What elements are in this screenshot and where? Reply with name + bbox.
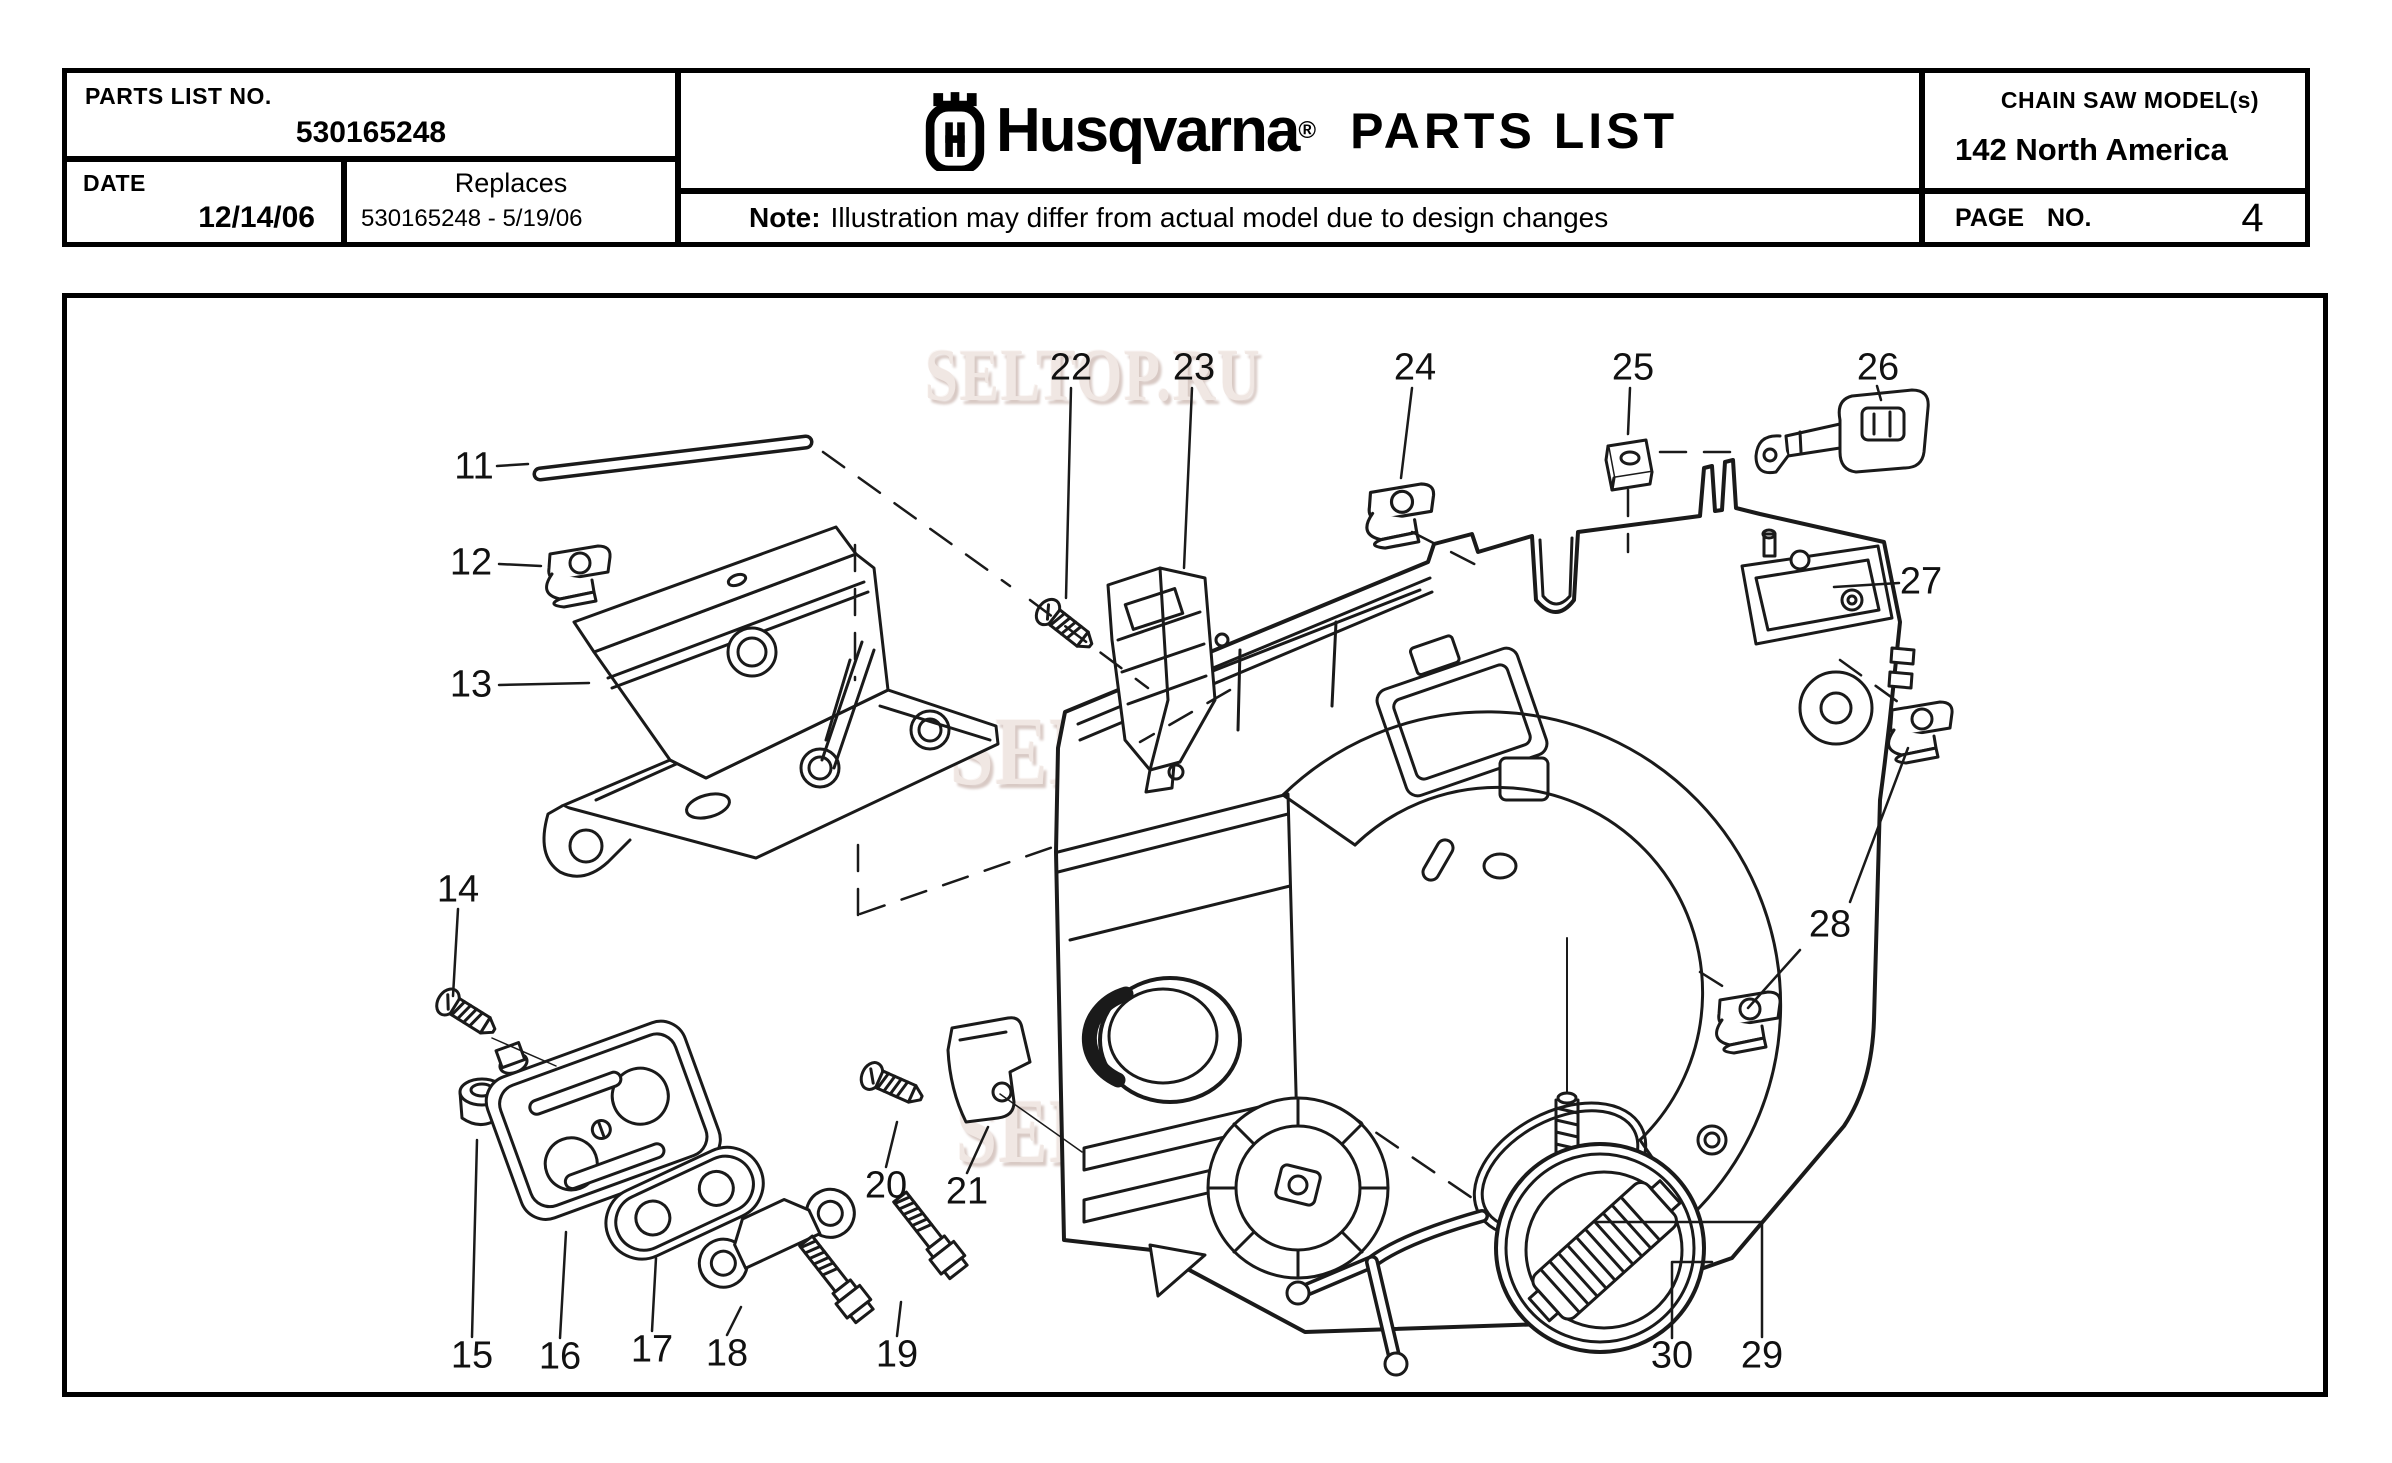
callout-13: 13 xyxy=(449,663,493,706)
callout-11: 11 xyxy=(454,445,494,488)
callout-28: 28 xyxy=(1808,903,1852,946)
parts-list-no-label: PARTS LIST NO. xyxy=(85,83,272,109)
callout-15: 15 xyxy=(450,1334,494,1377)
note-text: Illustration may differ from actual mode… xyxy=(830,202,1609,233)
date-cell: DATE 12/14/06 xyxy=(62,157,346,247)
replaces-label: Replaces xyxy=(454,168,568,198)
callout-14: 14 xyxy=(436,868,480,911)
parts-list-no-cell: PARTS LIST NO. 530165248 xyxy=(62,68,680,161)
diagram-frame xyxy=(62,293,2328,1397)
callout-25: 25 xyxy=(1611,346,1655,389)
note-cell: Note: Illustration may differ from actua… xyxy=(676,189,1924,247)
page-no-value: 4 xyxy=(2241,195,2264,240)
callout-22: 22 xyxy=(1049,346,1093,389)
callout-18: 18 xyxy=(705,1332,749,1375)
callout-21: 21 xyxy=(945,1170,989,1213)
date-label: DATE xyxy=(83,170,146,196)
callout-23: 23 xyxy=(1172,346,1216,389)
replaces-value: 530165248 - 5/19/06 xyxy=(361,205,583,232)
callout-30: 30 xyxy=(1650,1334,1694,1377)
brand-header-cell: Husqvarna® PARTS LIST xyxy=(676,68,1924,193)
watermark: SELTOP.RU xyxy=(950,698,1391,806)
note-label: Note: xyxy=(749,202,821,233)
page-no-cell: PAGE NO. 4 xyxy=(1920,189,2310,247)
callout-20: 20 xyxy=(864,1164,908,1207)
replaces-cell: Replaces 530165248 - 5/19/06 xyxy=(342,157,680,247)
callout-29: 29 xyxy=(1740,1334,1784,1377)
doc-title: PARTS LIST xyxy=(1350,102,1679,159)
page-no-label: PAGE NO. xyxy=(1955,203,2092,232)
model-value: 142 North America xyxy=(1955,132,2228,167)
husqvarna-crown-logo-icon xyxy=(925,91,985,171)
callout-27: 27 xyxy=(1899,560,1943,603)
callout-24: 24 xyxy=(1393,346,1437,389)
callout-26: 26 xyxy=(1856,346,1900,389)
callout-12: 12 xyxy=(449,541,493,584)
watermark: SELTOP.RU xyxy=(925,335,1262,417)
model-cell: CHAIN SAW MODEL(s) 142 North America xyxy=(1920,68,2310,193)
registered-mark: ® xyxy=(1298,116,1317,144)
parts-list-no-value: 530165248 xyxy=(295,116,447,149)
callout-17: 17 xyxy=(630,1328,674,1371)
brand-name: Husqvarna xyxy=(995,96,1300,165)
callout-16: 16 xyxy=(538,1335,582,1378)
watermark: SELTOP.RU xyxy=(956,1080,1371,1182)
date-value: 12/14/06 xyxy=(198,201,315,234)
model-label: CHAIN SAW MODEL(s) xyxy=(2000,87,2260,113)
callout-19: 19 xyxy=(875,1333,919,1376)
